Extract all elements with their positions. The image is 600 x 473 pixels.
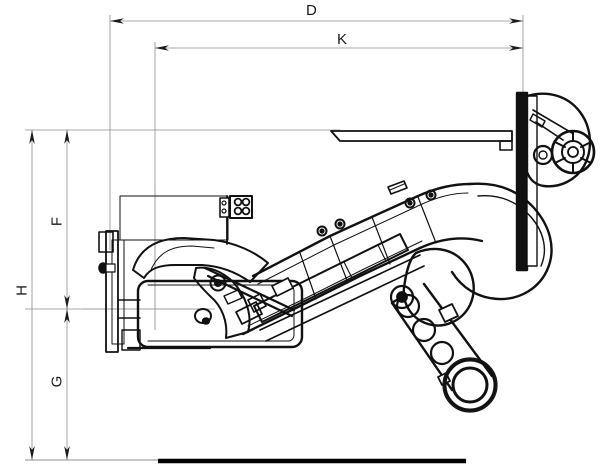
machine-geometry-layer	[98, 91, 596, 413]
arrow-f-top	[64, 130, 70, 144]
roller-bearing-inner	[538, 150, 548, 160]
drawbar-hole-3	[429, 340, 455, 366]
hub-spoke-3	[580, 157, 592, 164]
boom-hole-3-inner	[319, 228, 325, 234]
upper-casting	[132, 237, 269, 283]
boom-arm-lower-inner	[247, 240, 423, 327]
dimension-label-d: D	[306, 2, 317, 19]
upper-knuckle-boss	[529, 113, 546, 128]
connector-back-port-1	[221, 200, 227, 206]
tow-eye-ring-outer	[443, 358, 497, 412]
tow-eye-ring-edge	[442, 357, 498, 413]
hub-spoke-6	[554, 141, 566, 148]
hub-spoke-2	[580, 141, 592, 148]
tie-rod	[259, 254, 421, 331]
connector-back-port-2	[221, 208, 227, 214]
boom-hole-1-inner	[407, 200, 413, 206]
boom-hole-4	[334, 218, 346, 230]
arrow-g-bottom	[64, 446, 70, 460]
upper-rail-step	[499, 140, 513, 151]
arrow-d-right	[509, 18, 523, 24]
hydraulic-cylinder-gland	[247, 293, 267, 313]
hydraulic-cylinder-seam-2	[377, 244, 387, 262]
dimension-label-f: F	[48, 216, 66, 227]
drawbar-hole-1	[395, 293, 421, 319]
hydraulic-cylinder-barrel	[253, 233, 409, 323]
hydraulic-cylinder-seam-1	[343, 261, 353, 279]
arrow-k-left	[155, 45, 169, 51]
upper-rail	[330, 130, 513, 142]
boom-seam-3	[417, 196, 437, 244]
boom-arm-upper-inner	[257, 192, 469, 285]
belly-skid-2	[206, 274, 294, 318]
rear-bolt-shank	[105, 263, 116, 273]
dimension-label-k: K	[337, 31, 348, 48]
centreline-layer	[82, 190, 215, 330]
hydraulic-port-block	[271, 277, 294, 297]
lower-right-casting-inner	[477, 195, 546, 267]
connector-port-4	[241, 206, 251, 216]
connector-back-plate	[219, 197, 230, 218]
connector-port-1	[233, 197, 243, 207]
tie-rod-2	[265, 265, 425, 342]
mounting-bracket	[98, 231, 114, 253]
rear-body-inner-edge	[147, 284, 295, 342]
boom-arm-upper	[251, 182, 472, 278]
boom-seam-1	[329, 235, 349, 284]
boom-clip-pad	[387, 180, 408, 195]
ground-line-group	[25, 458, 466, 464]
lower-right-casting	[450, 182, 553, 301]
arrow-k-right	[509, 45, 523, 51]
upper-knuckle-rib	[532, 109, 573, 134]
arrow-d-left	[110, 18, 124, 24]
hydraulic-port-block-2	[223, 289, 243, 305]
pivot-bore-lower-inner	[201, 317, 211, 325]
roller-bearing	[532, 144, 554, 166]
mounting-plate-vertical	[105, 230, 119, 353]
arrow-h-top	[29, 130, 35, 144]
rear-body-left-flange	[117, 299, 141, 319]
drawbar-lug-upper	[438, 303, 459, 323]
arrow-g-top	[64, 309, 70, 323]
upper-casting-shade	[149, 245, 215, 273]
hub-spoke-5	[554, 157, 566, 164]
boom-seam-4	[299, 252, 317, 300]
arrow-f-bottom	[64, 295, 70, 309]
boom-hole-3	[316, 225, 328, 237]
headstock-plate	[515, 91, 529, 272]
dimension-label-h: H	[13, 285, 31, 296]
belly-skid	[203, 266, 296, 312]
boom-hole-2-inner	[428, 192, 434, 198]
mounting-plate-inner	[111, 239, 125, 345]
dimension-arrowheads	[29, 18, 523, 460]
upper-knuckle	[525, 92, 592, 188]
boom-arm-lower	[241, 237, 484, 336]
boom-hole-1	[404, 197, 416, 209]
boom-clip-pad-inner	[389, 183, 405, 191]
hydraulic-cylinder-rod	[235, 301, 263, 325]
boom-hole-4-inner	[337, 221, 343, 227]
rear-counterweight-body	[136, 279, 304, 349]
tow-eye-ring-bore	[451, 366, 489, 404]
pivot-bore-upper	[209, 274, 227, 292]
arrow-h-bottom	[29, 446, 35, 460]
boom-hole-2	[425, 189, 437, 201]
connector-port-3	[233, 206, 243, 216]
rear-body-base-foot	[121, 329, 141, 351]
drawbar-hole-2	[411, 317, 437, 343]
dimension-label-g: G	[48, 375, 66, 388]
rear-hood-outline	[119, 195, 229, 241]
connector-port-2	[241, 197, 251, 207]
boom-seam-2	[371, 216, 391, 265]
hub-flange-bore	[567, 146, 579, 158]
pivot-lug-left	[193, 266, 251, 339]
